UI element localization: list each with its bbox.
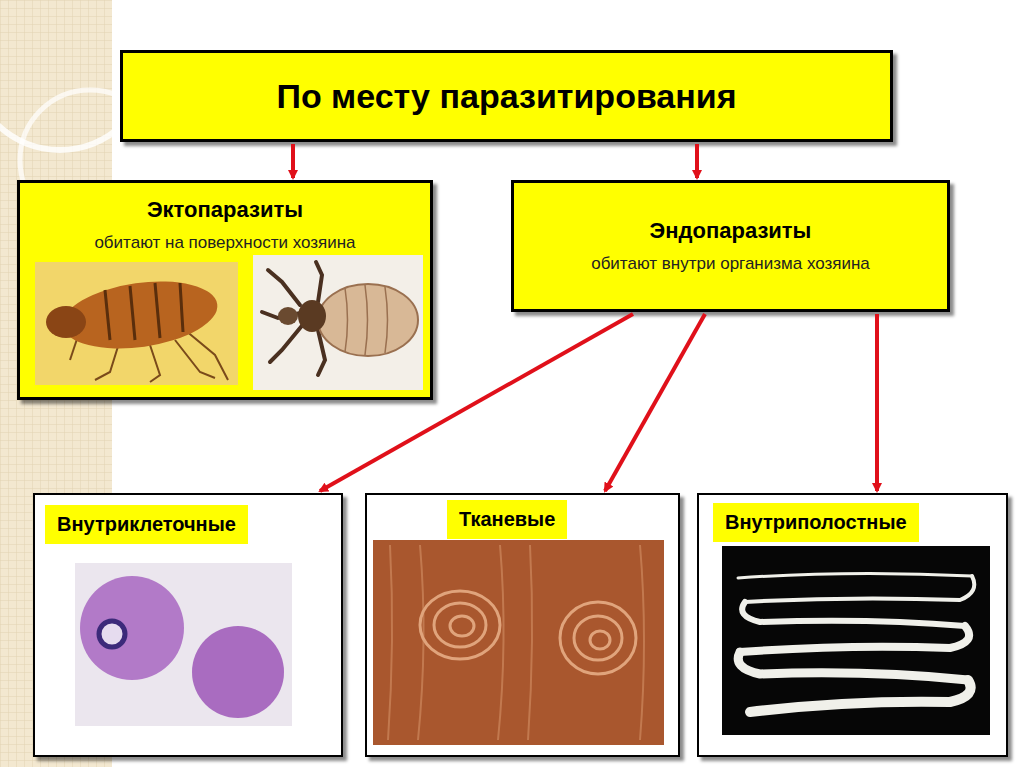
fibre [640, 545, 644, 740]
red-blood-cell [80, 576, 184, 680]
louse-legs [262, 262, 325, 375]
fibre [388, 545, 392, 740]
leg [268, 270, 300, 305]
muscle-fibres [388, 545, 644, 740]
photo-ground [722, 546, 990, 735]
segment [105, 290, 110, 340]
cyst-ring [420, 591, 500, 659]
arrow-connector [291, 144, 295, 178]
photo-ground [253, 255, 423, 390]
leg [150, 345, 160, 382]
cyst-ring [434, 603, 486, 647]
tapeworm-photo [722, 546, 990, 735]
larva-cyst [420, 591, 500, 659]
worm-strand [738, 573, 972, 578]
segment [345, 288, 348, 352]
node-heading: Внутриполостные [713, 503, 919, 542]
worm-strand [738, 652, 968, 680]
category-box: Эндопаразиты обитают внутри организма хоз… [511, 180, 950, 312]
node-heading: Эктопаразиты [32, 197, 418, 223]
worm-strand [740, 626, 969, 652]
arrow-connector [605, 314, 705, 491]
leg [270, 322, 305, 362]
flea-photo [35, 262, 238, 385]
arrow-connector [320, 314, 633, 491]
blood-cells-photo [75, 563, 292, 726]
photo-ground [35, 262, 238, 385]
worm-strand [750, 680, 971, 712]
segment [130, 286, 135, 340]
louse-head [278, 307, 298, 325]
louse-segments [345, 285, 388, 355]
node-heading: Эндопаразиты [650, 218, 812, 244]
segment [155, 283, 160, 338]
segment [180, 283, 183, 332]
node-heading: Тканевые [447, 500, 567, 539]
cyst-ring [560, 602, 636, 674]
node-heading: Внутриклеточные [45, 505, 248, 544]
larva-cyst [560, 602, 636, 674]
louse-abdomen [318, 284, 418, 356]
fibre [528, 545, 532, 740]
photo-ground [75, 563, 292, 726]
leg [185, 330, 228, 380]
ring-parasite [99, 621, 125, 647]
node-description: обитают внутри организма хозяина [591, 254, 870, 274]
worm-strand [745, 576, 974, 602]
node-description: обитают на поверхности хозяина [32, 233, 418, 253]
arrow-connector [695, 144, 699, 178]
segment [365, 285, 368, 355]
cyst-ring [574, 616, 622, 660]
fibre [418, 545, 424, 740]
arrow-connector [875, 314, 879, 491]
flea-head [46, 306, 86, 338]
node-heading: По месту паразитирования [276, 77, 736, 116]
red-blood-cell [192, 626, 284, 718]
flea-segments [105, 283, 183, 340]
fibre [498, 545, 504, 740]
louse-thorax [298, 300, 326, 332]
cyst-ring [450, 616, 474, 636]
cyst-ring [590, 631, 610, 649]
leg [316, 262, 322, 302]
heading-box: По месту паразитирования [120, 50, 893, 142]
segment [385, 287, 388, 353]
worm-strand [742, 602, 965, 626]
photo-ground [373, 540, 664, 745]
tissue-photo [373, 540, 664, 745]
tapeworm [738, 573, 974, 712]
louse-photo [253, 255, 423, 390]
leg [175, 340, 215, 378]
